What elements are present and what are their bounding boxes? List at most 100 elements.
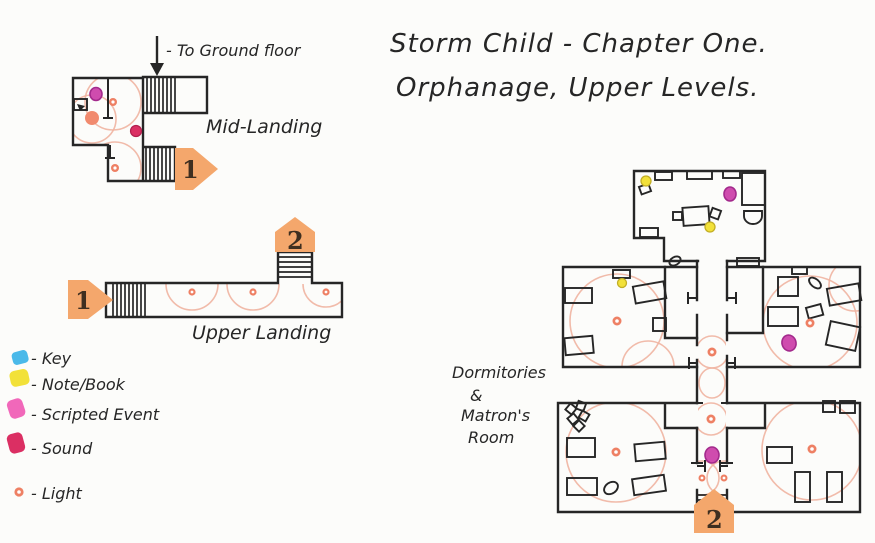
stairs-up-marker-number: 2 xyxy=(287,226,304,255)
dormitories-label-line: Matron's xyxy=(461,406,530,425)
stairs-up-shaft xyxy=(278,256,312,278)
scripted-event-marker xyxy=(723,186,737,202)
scattered-object xyxy=(564,402,578,416)
arrow-head-icon xyxy=(150,63,164,76)
bottom-left-dorm-walls xyxy=(556,401,699,514)
bottom-left-dorm-furniture xyxy=(564,399,668,497)
middle-right-dorm-furniture xyxy=(736,257,863,352)
entry-marker-number: 1 xyxy=(75,286,92,315)
scattered-object xyxy=(566,412,580,426)
bed xyxy=(777,276,799,297)
legend-label-key: - Key xyxy=(31,349,72,368)
entry-marker-1-upper-landing: 1 xyxy=(68,280,113,319)
shelf xyxy=(822,400,836,413)
ground-floor-arrow xyxy=(150,36,164,76)
chair xyxy=(672,211,683,221)
middle-left-dorm-furniture xyxy=(563,269,668,357)
legend-label-scripted-event: - Scripted Event xyxy=(31,405,160,424)
shelf xyxy=(736,257,760,267)
door-leaf xyxy=(668,255,682,267)
sound-area-marker xyxy=(85,111,99,125)
stairs-up-marker-2: 2 xyxy=(275,217,315,255)
scripted-event-swatch xyxy=(6,398,26,419)
small-object xyxy=(804,302,825,320)
bed xyxy=(631,280,668,305)
mid-landing-label: Mid-Landing xyxy=(206,116,322,138)
desk xyxy=(681,205,711,227)
shelf xyxy=(839,400,856,414)
stairs-from-mid-landing xyxy=(112,283,146,317)
upper-landing-label: Upper Landing xyxy=(192,322,331,344)
light-marker-center xyxy=(251,290,255,294)
scripted-event-marker xyxy=(704,446,720,464)
bottom-right-dorm-furniture xyxy=(766,400,856,503)
sound-marker xyxy=(129,124,143,138)
shelf xyxy=(686,170,713,180)
bed xyxy=(825,282,863,307)
mid-landing-plan: - To Ground floor Mid-Landing 1 xyxy=(71,36,322,190)
basin xyxy=(743,210,763,225)
door-leaf xyxy=(808,276,822,290)
stairs-to-ground-floor xyxy=(146,77,176,113)
bottom-right-dorm-walls xyxy=(725,401,862,514)
dormitories-label-line: & xyxy=(470,386,482,405)
small-object xyxy=(77,104,85,111)
exit-marker-1-mid-landing: 1 xyxy=(175,148,218,190)
basket xyxy=(603,480,619,496)
stairs-down-marker-number: 2 xyxy=(706,505,723,534)
bed xyxy=(767,306,799,327)
light-marker-center xyxy=(710,350,714,354)
bed xyxy=(824,320,862,352)
light-marker-center xyxy=(615,319,619,323)
shelf xyxy=(722,170,741,179)
stairs-to-upper-landing xyxy=(145,147,171,181)
door-swing-arcs xyxy=(165,284,341,311)
corridor-markers xyxy=(698,347,728,482)
light-marker-center xyxy=(700,476,704,480)
map-title: Storm Child - Chapter One. Orphanage, Up… xyxy=(390,29,767,103)
bed xyxy=(826,471,843,503)
light-marker-center xyxy=(709,417,713,421)
ground-floor-note: - To Ground floor xyxy=(166,41,302,60)
dormitories-label-line: Room xyxy=(468,428,514,447)
bed xyxy=(563,334,595,357)
light-marker-center xyxy=(810,447,814,451)
dormitories-plan: 2 Dormitories & Matron's Room xyxy=(452,169,863,534)
note-marker xyxy=(704,221,716,233)
light-swatch-center xyxy=(17,490,21,494)
light-marker-center xyxy=(614,450,618,454)
map-legend: - Key - Note/Book - Scripted Event - Sou… xyxy=(6,349,160,503)
interior-door-jambs xyxy=(103,77,115,159)
title-line-2: Orphanage, Upper Levels. xyxy=(396,73,759,103)
legend-label-light: - Light xyxy=(31,484,83,503)
legend-label-sound: - Sound xyxy=(31,439,93,458)
bed xyxy=(630,473,668,497)
bed xyxy=(633,440,667,463)
desk xyxy=(766,446,793,464)
shelf xyxy=(654,171,673,181)
note-marker xyxy=(640,175,652,187)
sound-swatch xyxy=(6,432,26,454)
middle-right-closet-walls xyxy=(725,265,765,335)
scattered-object xyxy=(577,409,591,423)
exit-marker-number: 1 xyxy=(182,155,199,184)
legend-label-note-book: - Note/Book xyxy=(31,375,126,394)
stairs-down-marker-2: 2 xyxy=(694,489,734,534)
light-marker-center xyxy=(808,321,812,325)
note-marker xyxy=(616,277,628,289)
key-swatch xyxy=(11,350,29,365)
light-marker-center xyxy=(722,476,726,480)
light-radius-arcs xyxy=(565,268,859,503)
shelf xyxy=(791,266,808,275)
cabinet xyxy=(652,317,667,332)
door-jambs xyxy=(687,292,737,472)
middle-left-dorm-walls xyxy=(561,265,699,369)
dresser xyxy=(639,227,659,238)
dormitories-label-line: Dormitories xyxy=(452,363,546,382)
bed xyxy=(564,287,593,304)
scripted-event-marker xyxy=(89,86,103,102)
scripted-event-marker xyxy=(781,334,797,352)
bed xyxy=(566,437,596,458)
